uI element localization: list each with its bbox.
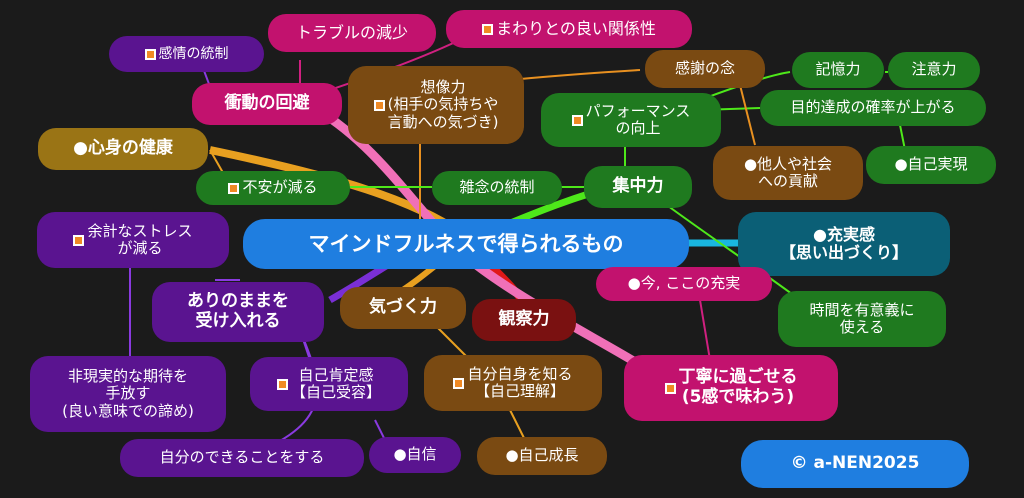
node-noise-control-label: 雑念の統制 — [459, 178, 535, 197]
orange-square-icon — [482, 23, 494, 35]
node-performance-label: パフォーマンス の向上 — [585, 101, 691, 137]
node-contribution: ●他人や社会 への貢献 — [713, 146, 863, 200]
node-emotion-control-label: 感情の統制 — [158, 45, 229, 62]
orange-square-icon — [276, 378, 288, 390]
node-focus: 集中力 — [584, 166, 692, 208]
node-center: マインドフルネスで得られるもの — [243, 219, 689, 269]
node-confidence-label: ●自信 — [393, 445, 437, 464]
orange-square-icon — [664, 382, 676, 394]
node-unrealistic-label: 非現実的な期待を 手放す (良い意味での諦め) — [62, 367, 194, 420]
node-acceptance-label: ありのままを 受け入れる — [187, 291, 289, 331]
node-fulfillment: ●充実感 【思い出づくり】 — [738, 212, 950, 276]
orange-square-icon — [228, 182, 240, 194]
node-noise-control: 雑念の統制 — [432, 171, 562, 205]
orange-square-icon — [373, 99, 385, 111]
orange-square-icon — [73, 234, 85, 246]
node-self-actualization: ●自己実現 — [866, 146, 996, 184]
node-imagination: 想像力 (相手の気持ちや 言動への気づき) — [348, 66, 524, 144]
node-observation-label: 観察力 — [498, 309, 550, 330]
node-do-what-can: 自分のできることをする — [120, 439, 364, 477]
node-unrealistic: 非現実的な期待を 手放す (良い意味での諦め) — [30, 356, 226, 432]
node-memory-label: 記憶力 — [815, 60, 861, 79]
node-stress-label: 余計なストレス が減る — [87, 221, 193, 257]
node-focus-label: 集中力 — [612, 176, 664, 197]
node-health-label: ●心身の健康 — [73, 138, 173, 159]
node-goal-rate: 目的達成の確率が上がる — [760, 90, 986, 126]
node-careful-label: 丁寧に過ごせる (5感で味わう) — [678, 367, 798, 407]
orange-square-icon — [453, 377, 465, 389]
node-self-actualization-label: ●自己実現 — [894, 155, 968, 174]
node-self-knowledge-label: 自分自身を知る 【自己理解】 — [467, 364, 573, 400]
node-contribution-label: ●他人や社会 への貢献 — [743, 154, 833, 190]
copyright-label: © a-NEN2025 — [790, 453, 920, 474]
orange-square-icon — [571, 114, 583, 126]
node-now-here-label: ●今, ここの充実 — [627, 274, 741, 293]
node-gratitude: 感謝の念 — [645, 50, 765, 88]
node-careful: 丁寧に過ごせる (5感で味わう) — [624, 355, 838, 421]
node-impulse: 衝動の回避 — [192, 83, 342, 125]
node-growth: ●自己成長 — [477, 437, 607, 475]
orange-square-icon — [144, 48, 156, 60]
node-confidence: ●自信 — [369, 437, 461, 473]
node-meaningful-time-label: 時間を有意義に 使える — [809, 300, 915, 336]
node-attention: 注意力 — [888, 52, 980, 88]
node-relations-label: まわりとの良い関係性 — [496, 18, 656, 38]
node-performance: パフォーマンス の向上 — [541, 93, 721, 147]
node-trouble-label: トラブルの減少 — [295, 22, 408, 42]
node-now-here: ●今, ここの充実 — [596, 267, 772, 301]
node-fulfillment-label: ●充実感 【思い出づくり】 — [779, 224, 908, 262]
node-gratitude-label: 感謝の念 — [674, 59, 735, 78]
node-awareness-label: 気づく力 — [369, 297, 437, 318]
node-growth-label: ●自己成長 — [505, 446, 579, 465]
node-observation: 観察力 — [472, 299, 576, 341]
node-do-what-can-label: 自分のできることをする — [159, 448, 325, 467]
node-anxiety: 不安が減る — [196, 171, 350, 205]
node-trouble: トラブルの減少 — [268, 14, 436, 52]
node-health: ●心身の健康 — [38, 128, 208, 170]
node-self-affirmation-label: 自己肯定感 【自己受容】 — [290, 365, 381, 401]
node-acceptance: ありのままを 受け入れる — [152, 282, 324, 342]
node-attention-label: 注意力 — [911, 60, 957, 79]
node-memory: 記憶力 — [792, 52, 884, 88]
node-self-knowledge: 自分自身を知る 【自己理解】 — [424, 355, 602, 411]
node-imagination-label: 想像力 (相手の気持ちや 言動への気づき) — [387, 78, 499, 131]
node-emotion-control: 感情の統制 — [109, 36, 264, 72]
node-center-label: マインドフルネスで得られるもの — [308, 231, 624, 256]
node-self-affirmation: 自己肯定感 【自己受容】 — [250, 357, 408, 411]
copyright-badge: © a-NEN2025 — [741, 440, 969, 488]
node-awareness: 気づく力 — [340, 287, 466, 329]
node-impulse-label: 衝動の回避 — [224, 93, 310, 114]
node-stress: 余計なストレス が減る — [37, 212, 229, 268]
node-relations: まわりとの良い関係性 — [446, 10, 692, 48]
node-meaningful-time: 時間を有意義に 使える — [778, 291, 946, 347]
node-goal-rate-label: 目的達成の確率が上がる — [790, 98, 956, 117]
node-anxiety-label: 不安が減る — [242, 178, 318, 197]
